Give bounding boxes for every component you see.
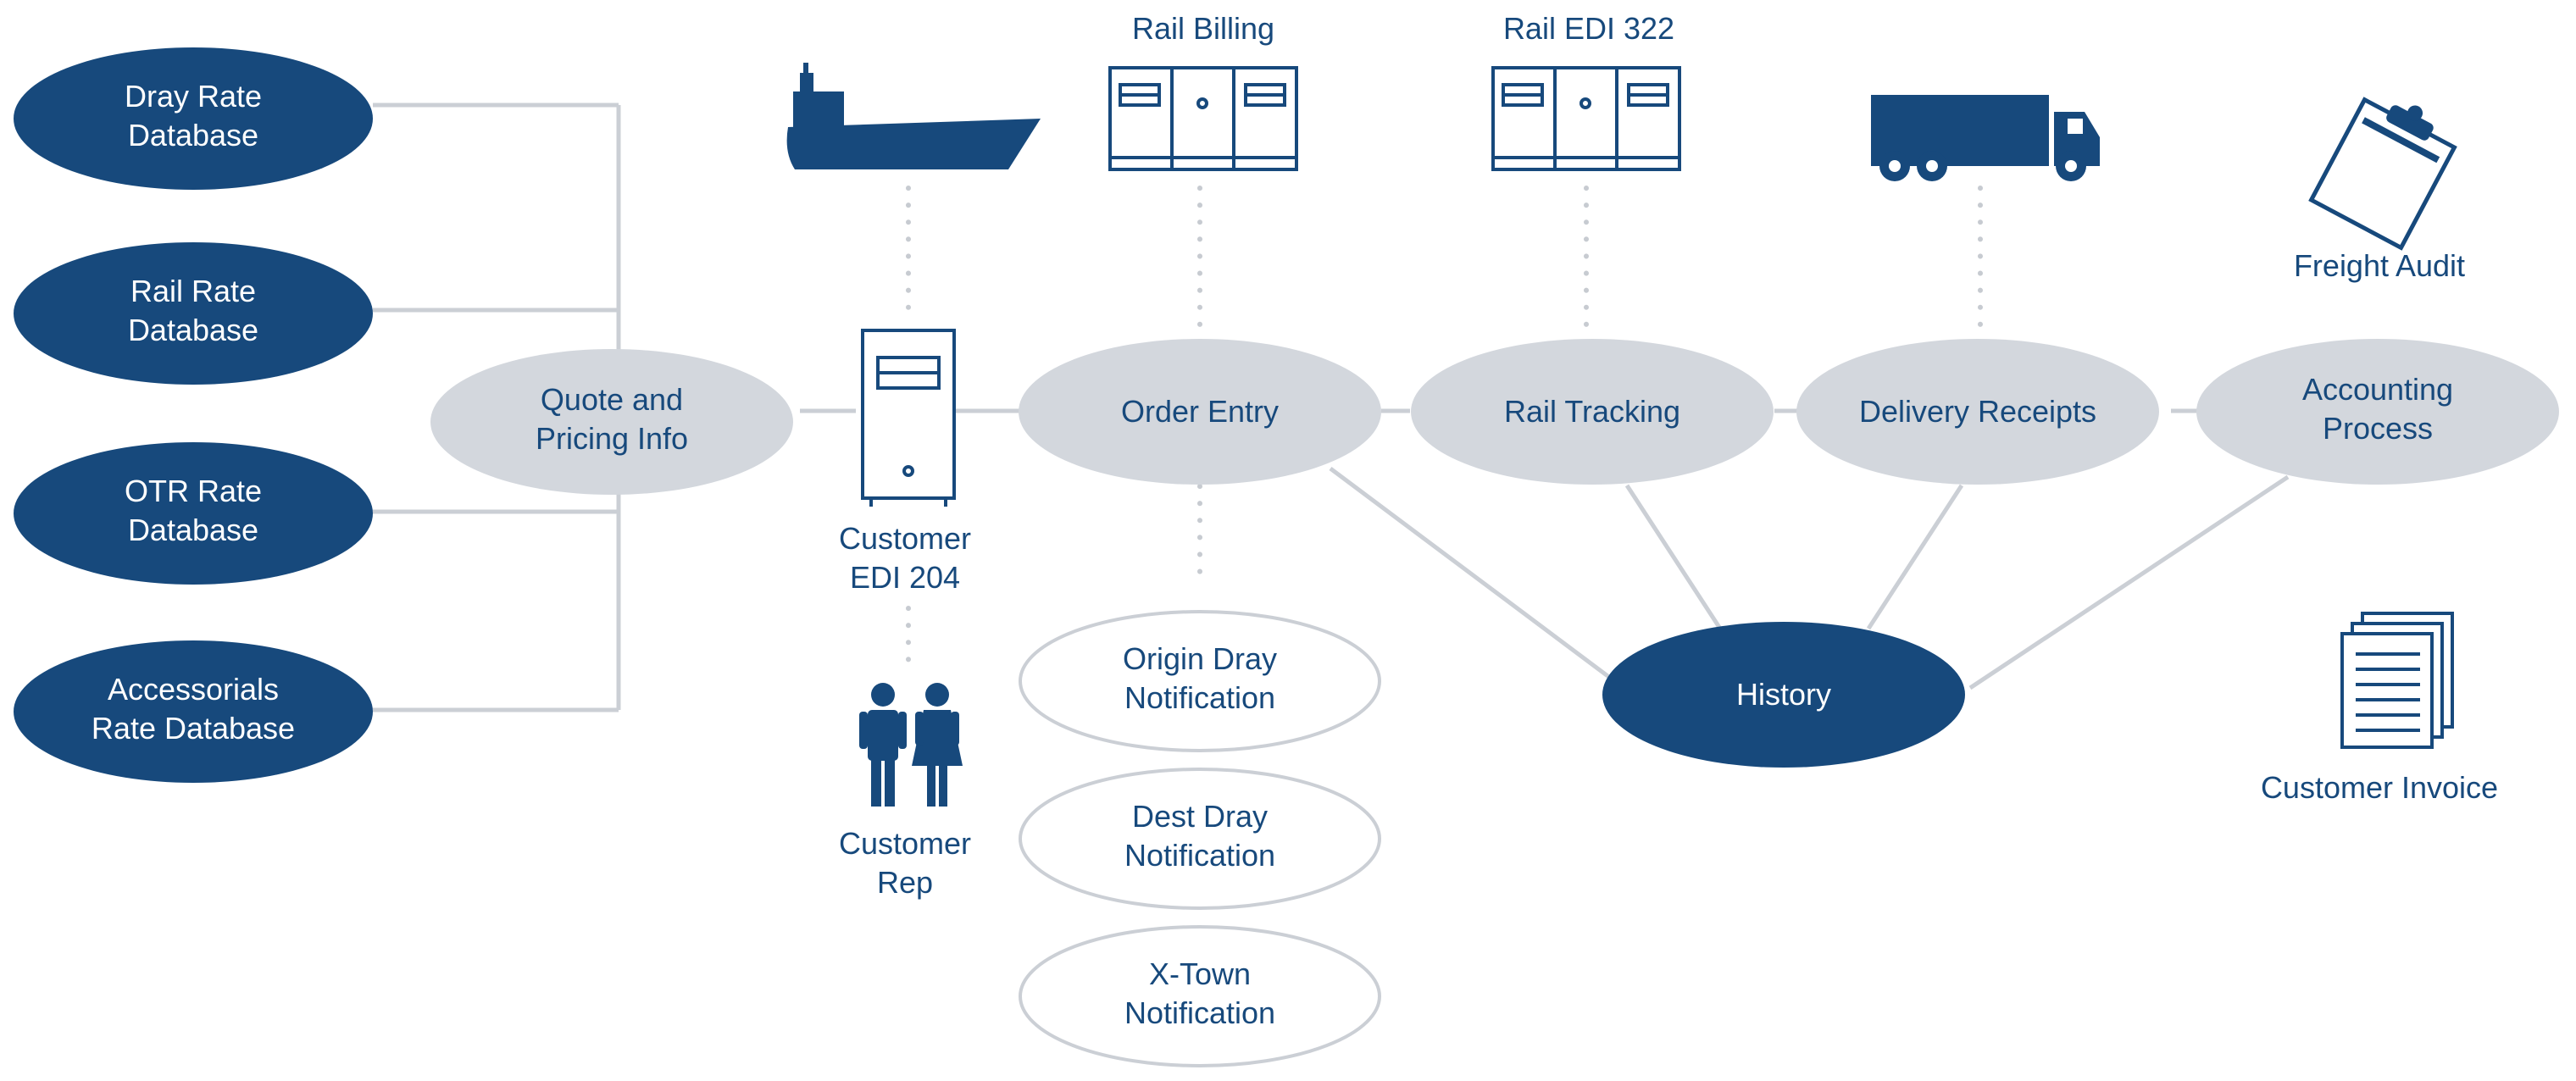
- node-accessorials-rate-database[interactable]: Accessorials Rate Database: [14, 640, 373, 783]
- rail-edi-server-icon: [1491, 66, 1681, 171]
- clipboard-icon: [2308, 97, 2457, 251]
- node-rail-rate-line2: Database: [128, 313, 258, 347]
- ship-icon: [786, 63, 1041, 169]
- node-origin-dray-line2: Notification: [1124, 680, 1275, 715]
- node-origin-dray-line1: Origin Dray: [1123, 641, 1277, 676]
- node-history-label: History: [1736, 677, 1831, 712]
- node-order-entry[interactable]: Order Entry: [1019, 339, 1381, 485]
- people-icon: [859, 683, 963, 807]
- node-accessorials-line1: Accessorials: [108, 672, 279, 707]
- node-quote-line1: Quote and: [541, 382, 683, 417]
- node-rail-rate-database[interactable]: Rail Rate Database: [14, 242, 373, 385]
- node-accounting-process[interactable]: Accounting Process: [2196, 339, 2559, 485]
- node-xtown-line1: X-Town: [1149, 956, 1251, 991]
- node-xtown-notification[interactable]: X-Town Notification: [1019, 925, 1381, 1067]
- documents-icon: [2340, 612, 2454, 749]
- connector-rail-history: [1624, 484, 1723, 630]
- node-history[interactable]: History: [1602, 622, 1965, 768]
- node-order-entry-label: Order Entry: [1121, 394, 1279, 429]
- rail-edi-322-label: Rail EDI 322: [1503, 11, 1674, 46]
- dotted-connectors: [906, 186, 1983, 672]
- customer-edi-line1: Customer: [839, 521, 971, 556]
- connector-order-history: [1329, 466, 1612, 680]
- node-rail-rate-line1: Rail Rate: [130, 274, 256, 308]
- node-dest-dray-line2: Notification: [1124, 838, 1275, 873]
- rail-billing-label: Rail Billing: [1132, 11, 1274, 46]
- connector-delivery-history: [1866, 484, 1964, 630]
- node-dray-rate-line1: Dray Rate: [125, 79, 262, 114]
- node-dray-rate-line2: Database: [128, 118, 258, 152]
- customer-rep-line1: Customer: [839, 826, 971, 861]
- node-dest-dray-notification[interactable]: Dest Dray Notification: [1019, 768, 1381, 910]
- truck-icon: [1871, 95, 2100, 181]
- node-origin-dray-notification[interactable]: Origin Dray Notification: [1019, 610, 1381, 752]
- node-delivery-receipts-label: Delivery Receipts: [1859, 394, 2096, 429]
- database-nodes: Dray Rate Database Rail Rate Database OT…: [14, 47, 373, 783]
- node-accounting-line1: Accounting: [2302, 372, 2453, 407]
- node-delivery-receipts[interactable]: Delivery Receipts: [1796, 339, 2159, 485]
- node-otr-rate-line2: Database: [128, 513, 258, 547]
- computer-tower-icon: [861, 329, 956, 507]
- customer-edi-line2: EDI 204: [850, 560, 960, 595]
- node-rail-tracking[interactable]: Rail Tracking: [1411, 339, 1774, 485]
- process-nodes: Quote and Pricing Info Order Entry Rail …: [430, 339, 2559, 768]
- node-dray-rate-database[interactable]: Dray Rate Database: [14, 47, 373, 190]
- connector-accounting-history: [1968, 474, 2290, 690]
- node-accounting-line2: Process: [2323, 411, 2433, 446]
- customer-rep-line2: Rep: [877, 865, 933, 900]
- notification-nodes: Origin Dray Notification Dest Dray Notif…: [1019, 610, 1381, 1067]
- node-otr-rate-line1: OTR Rate: [125, 474, 262, 508]
- freight-audit-label: Freight Audit: [2294, 248, 2465, 283]
- node-accessorials-line2: Rate Database: [92, 711, 295, 746]
- node-xtown-line2: Notification: [1124, 995, 1275, 1030]
- node-rail-tracking-label: Rail Tracking: [1504, 394, 1680, 429]
- node-otr-rate-database[interactable]: OTR Rate Database: [14, 442, 373, 585]
- node-quote-pricing[interactable]: Quote and Pricing Info: [430, 349, 793, 495]
- node-quote-line2: Pricing Info: [536, 421, 688, 456]
- customer-invoice-label: Customer Invoice: [2261, 770, 2498, 805]
- node-dest-dray-line1: Dest Dray: [1132, 799, 1268, 834]
- rail-billing-server-icon: [1108, 66, 1298, 171]
